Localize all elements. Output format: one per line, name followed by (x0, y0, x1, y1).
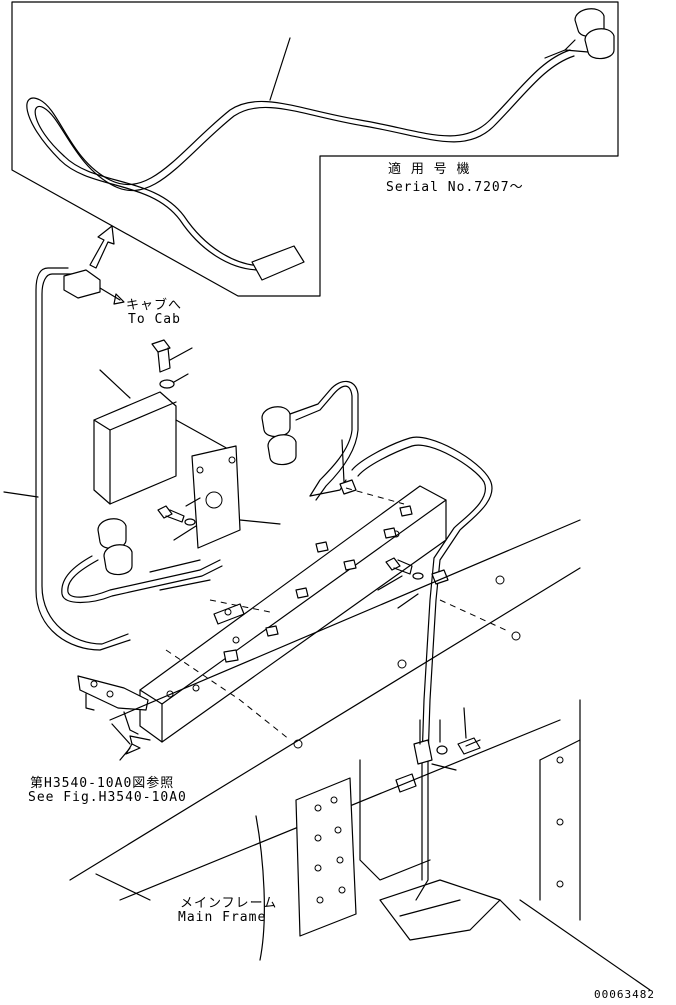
inset-arrow (89, 225, 115, 269)
to-cab-label-en: To Cab (128, 312, 181, 327)
connectors-mid (261, 380, 359, 501)
serial-label-en: Serial No.7207～ (386, 180, 524, 195)
inset-frame (11, 1, 619, 297)
cover-box (93, 369, 231, 505)
bracket-plate (191, 445, 281, 549)
left-bracket (77, 675, 151, 745)
see-fig-label-jp: 第H3540-10A0図参照 (30, 776, 175, 791)
see-fig-label-en: See Fig.H3540-10A0 (28, 790, 187, 805)
cab-harness (3, 267, 131, 651)
part-number: 00063482 (594, 988, 655, 1001)
connectors-left (61, 518, 223, 604)
main-frame-label-en: Main Frame (178, 910, 267, 925)
bolt-top (151, 339, 193, 389)
main-frame-label-jp: メインフレーム (180, 896, 278, 911)
main-frame (69, 519, 651, 991)
bolts-beam (157, 497, 424, 609)
see-fig-arrow (119, 743, 141, 761)
to-cab-label-jp: キャブへ (126, 298, 183, 313)
clamp-lower (395, 707, 481, 793)
serial-label-jp: 適 用 号 機 (388, 162, 471, 177)
right-harness (339, 436, 493, 901)
guide-lines (165, 487, 511, 741)
